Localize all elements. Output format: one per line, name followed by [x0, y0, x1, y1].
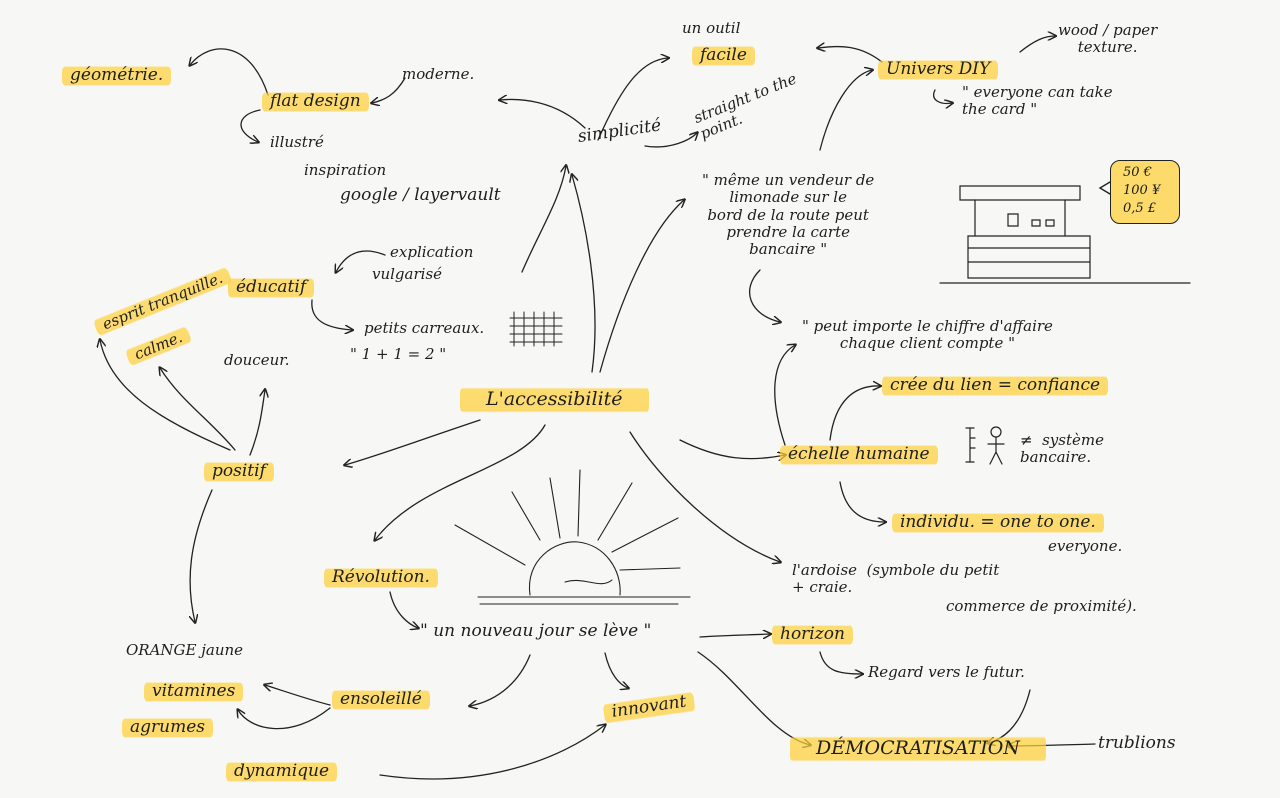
arrow-nouveau-to-democratisation	[697, 651, 810, 745]
node-outil-facile: facile	[692, 44, 755, 68]
price-tag-pointer	[1098, 181, 1111, 195]
arrow-explication-to-simplicite	[521, 166, 566, 273]
node-peu-importe: " peut importe le chiffre d'affaire chaq…	[802, 317, 1053, 353]
node-nouveau-jour: " un nouveau jour se lève "	[420, 621, 652, 641]
arrow-moderne-to-flat	[372, 77, 406, 103]
node-trublions: trublions	[1098, 733, 1176, 753]
node-petits-carreaux: petits carreaux.	[364, 319, 485, 337]
arrow-nouveau-to-horizon	[699, 634, 770, 637]
price-pound: 0,5 £	[1123, 201, 1157, 216]
node-horizon: horizon	[772, 623, 853, 647]
arrow-center-to-vendeur	[599, 200, 684, 373]
node-revolution: Révolution.	[324, 566, 438, 590]
arrow-revolution-to-nouveau	[389, 591, 418, 628]
node-vitamines: vitamines	[144, 680, 244, 704]
node-systeme-bancaire: ≠ système bancaire.	[1020, 431, 1104, 467]
arrow-educatif-to-carreaux	[311, 299, 352, 330]
node-educatif: éducatif	[228, 276, 315, 300]
node-illustre: illustré	[270, 133, 324, 151]
grid-sketch	[509, 311, 563, 347]
lemonade-stand-sketch	[939, 185, 1191, 284]
arrow-positif-to-esprit	[100, 340, 231, 451]
price-tag-sketch: 50 € 100 ¥ 0,5 £	[1110, 160, 1180, 224]
arrow-ensoleille-to-vitamines	[265, 685, 331, 706]
arrow-nouveau-to-ensoleille	[470, 654, 531, 706]
node-vendeur-quote: " même un vendeur de limonade sur le bor…	[702, 171, 875, 258]
arrow-horizon-to-regard	[819, 651, 862, 674]
arrow-diy-to-outil	[818, 46, 883, 63]
sunrise-sketch	[454, 469, 691, 605]
node-ardoise: l'ardoise (symbole du petit + craie.	[792, 561, 1000, 597]
arrow-nouveau-to-innovant	[604, 652, 628, 688]
node-univers-diy: Univers DIY	[878, 58, 999, 82]
node-everyone-take-card: " everyone can take the card "	[962, 83, 1113, 119]
arrow-center-to-echelle	[679, 439, 785, 459]
arrow-echelle-to-individu	[839, 481, 885, 522]
arrow-center-to-revolution	[375, 424, 546, 540]
node-wood-paper: wood / paper texture.	[1058, 21, 1158, 57]
node-google-layervault: google / layervault	[340, 185, 501, 205]
node-formula: " 1 + 1 = 2 "	[350, 345, 447, 363]
node-dynamique: dynamique	[226, 760, 338, 784]
arrow-flat-to-geometrie	[190, 48, 269, 96]
arrow-positif-to-orange	[190, 489, 213, 622]
node-explication: explication	[390, 243, 474, 261]
arrow-simplicite-to-moderne	[500, 99, 586, 129]
node-echelle-humaine: échelle humaine	[780, 443, 938, 467]
arrow-vendeur-to-peuimporte	[749, 269, 780, 322]
arrow-positif-to-douceur	[249, 390, 265, 456]
arrow-center-to-simplicite	[572, 175, 596, 373]
node-commerce-proximite: commerce de proximité).	[946, 597, 1137, 615]
node-inspiration: inspiration	[304, 161, 387, 179]
node-flat-design: flat design	[262, 90, 369, 114]
node-ensoleille: ensoleillé	[332, 688, 430, 712]
arrow-center-to-ardoise	[629, 431, 780, 562]
node-everyone: everyone.	[1048, 537, 1123, 555]
node-vulgarise: vulgarisé	[372, 265, 443, 283]
arrow-diy-to-wood	[1019, 36, 1055, 53]
node-outil-line1: un outil	[682, 19, 741, 37]
price-euro: 50 €	[1123, 165, 1152, 180]
arrow-vendeur-to-diy	[819, 70, 872, 151]
arrow-explication-to-educatif	[336, 250, 386, 272]
node-agrumes: agrumes	[122, 716, 213, 740]
node-democratisation: DÉMOCRATISATION	[790, 734, 1046, 764]
arrow-ensoleille-to-agrumes	[238, 708, 331, 730]
center-node-accessibilite: L'accessibilité	[460, 385, 649, 415]
arrow-simplicite-to-outil	[597, 58, 668, 141]
arrow-echelle-to-peuimporte	[774, 345, 795, 446]
arrow-simplicite-to-straight	[644, 133, 697, 148]
node-individu: individu. = one to one.	[892, 511, 1104, 535]
arrow-diy-to-everyone	[933, 89, 952, 103]
arrow-flat-to-illustre	[240, 109, 260, 142]
node-cree-lien: crée du lien = confiance	[882, 374, 1109, 398]
node-moderne: moderne.	[402, 65, 475, 83]
stick-figure-sketch	[965, 426, 1005, 465]
arrow-positif-to-calme	[160, 368, 236, 451]
node-douceur: douceur.	[224, 351, 290, 369]
arrow-dynamique-to-innovant	[379, 725, 605, 780]
node-regard-futur: Regard vers le futur.	[868, 663, 1025, 681]
node-geometrie: géométrie.	[62, 64, 172, 88]
arrow-center-to-positif	[345, 419, 481, 465]
price-yen: 100 ¥	[1123, 183, 1161, 198]
node-positif: positif	[204, 460, 274, 484]
arrow-echelle-to-cree	[829, 386, 880, 441]
node-orange-jaune: ORANGE jaune	[126, 641, 244, 659]
